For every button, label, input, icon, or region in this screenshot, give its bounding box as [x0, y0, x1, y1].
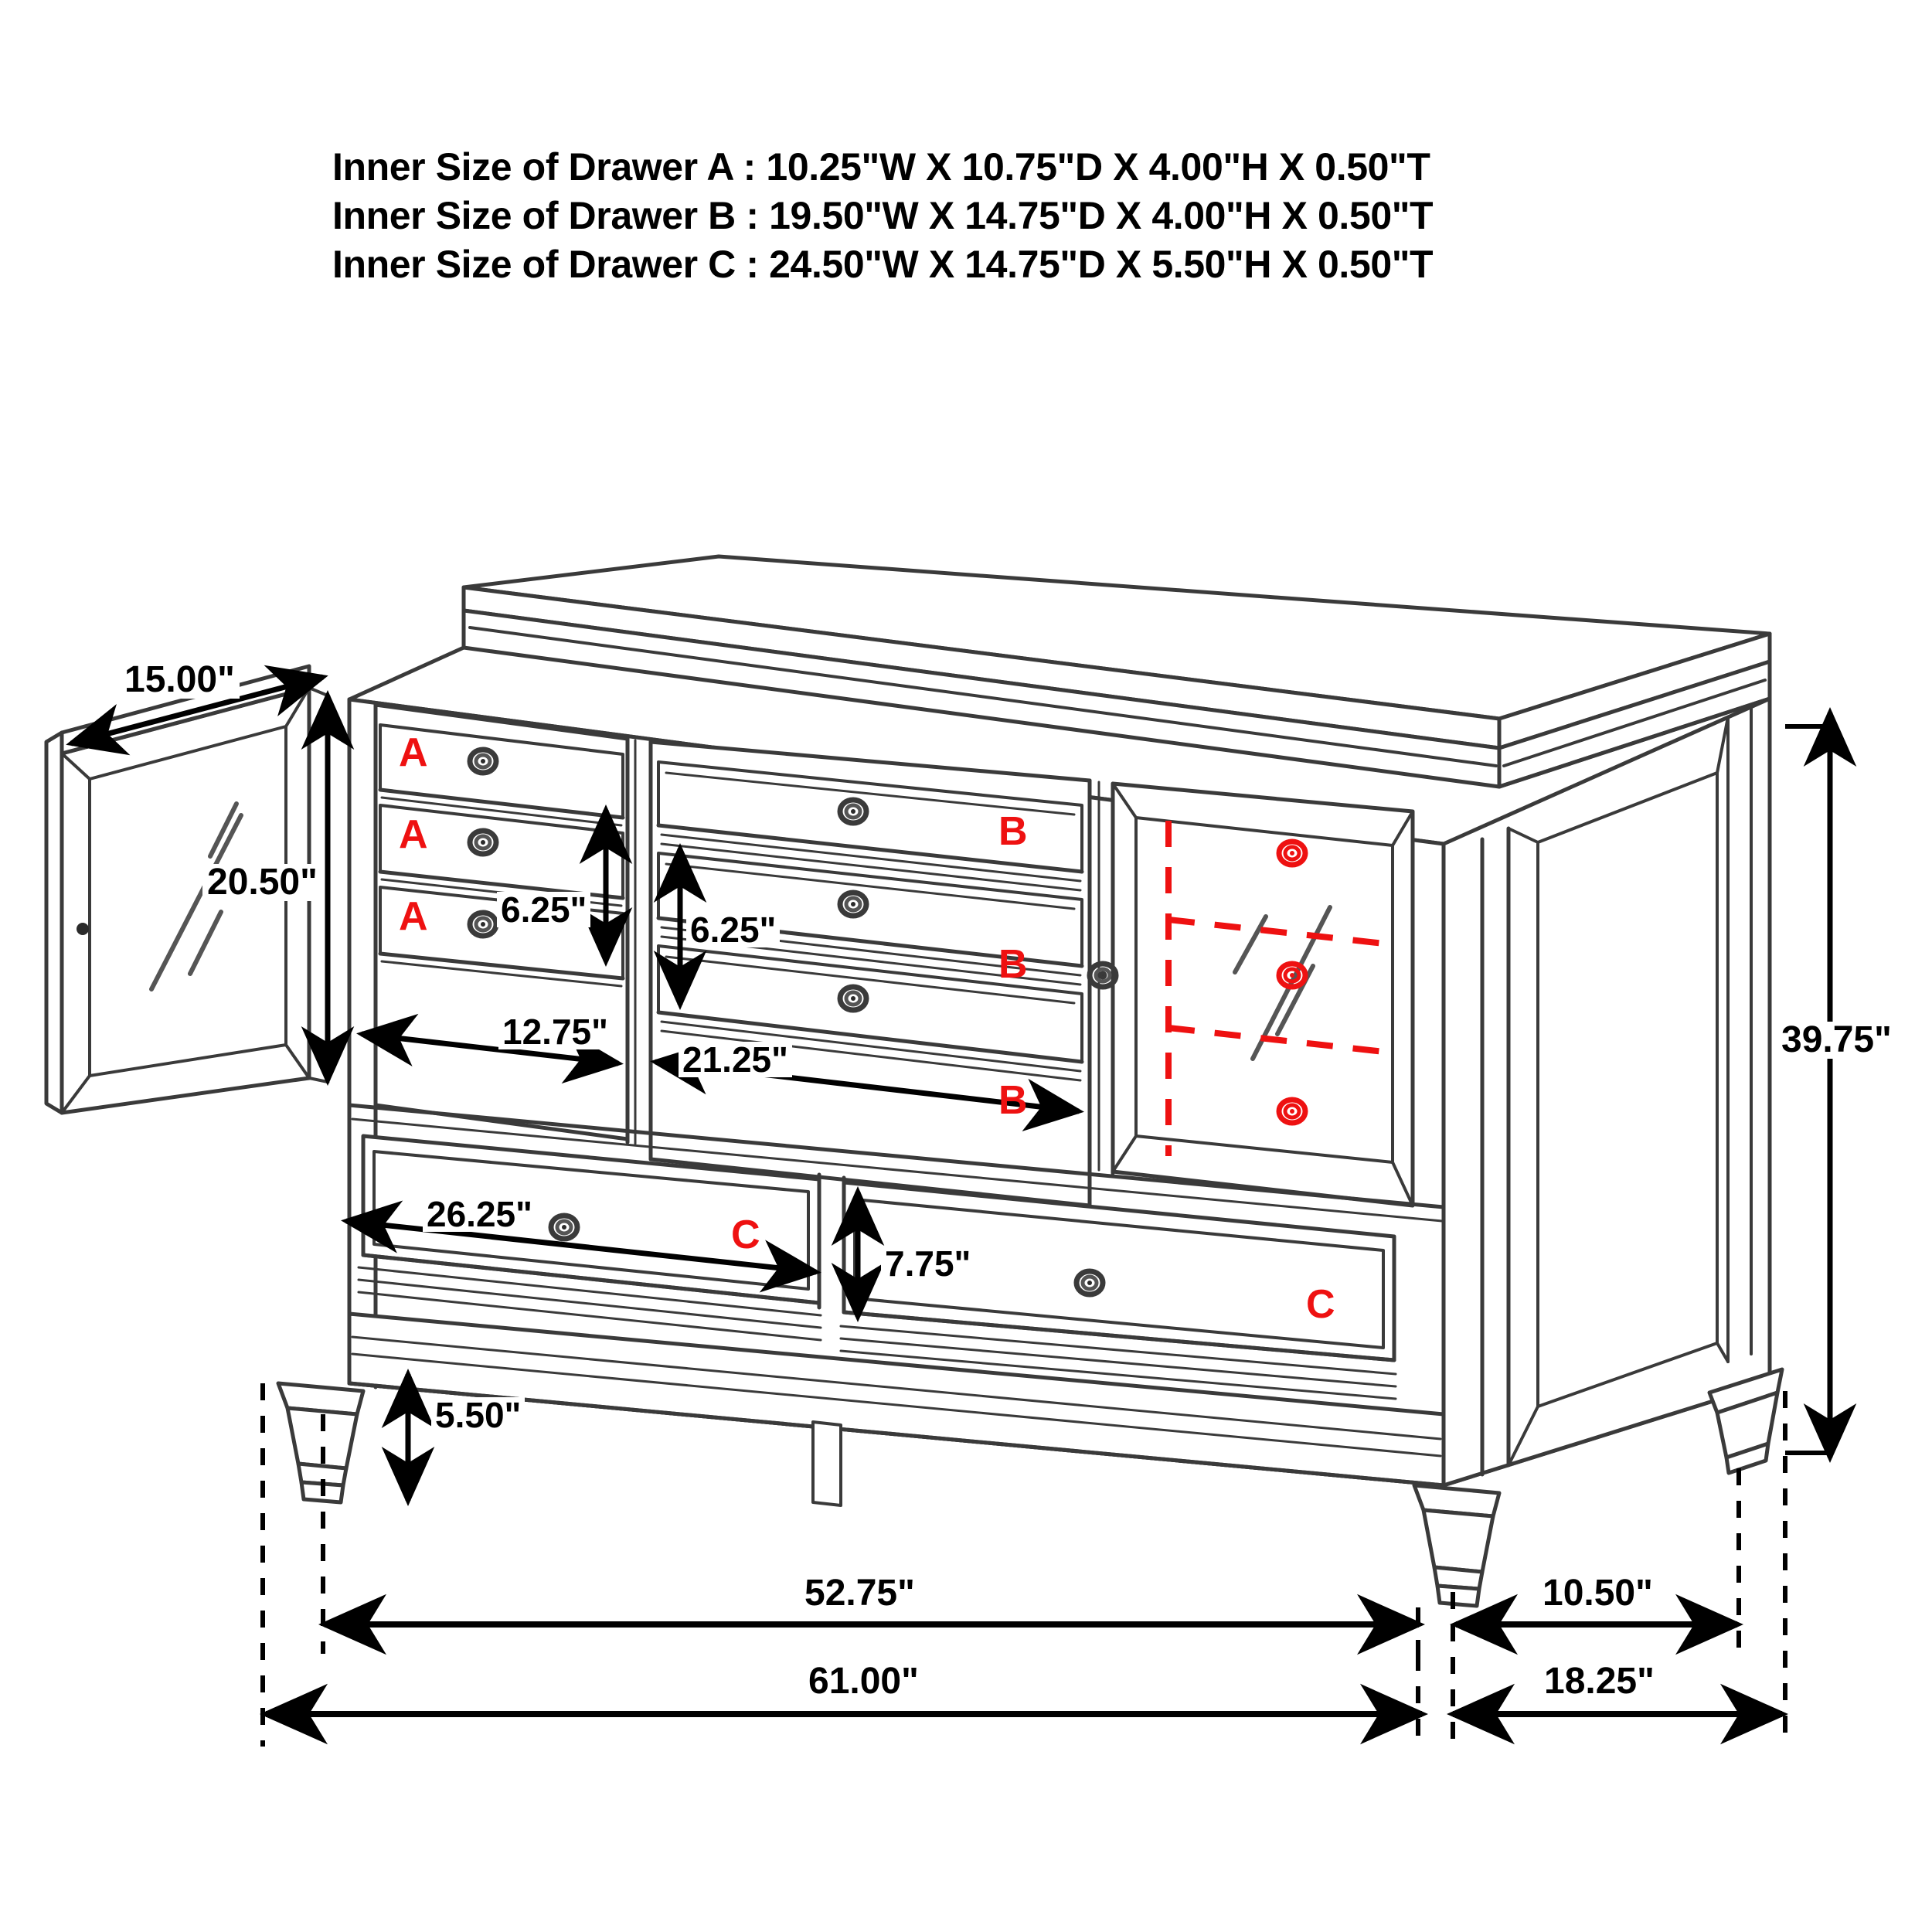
callout-a-bot: A	[399, 894, 428, 939]
dim-label-case-depth: 10.50"	[1538, 1575, 1658, 1612]
callout-b-top: B	[998, 809, 1028, 854]
dim-label-a-width: 12.75"	[498, 1014, 612, 1049]
dim-label-case-width: 52.75"	[800, 1575, 920, 1612]
dim-label-overall-width: 61.00"	[804, 1663, 923, 1700]
spec-block: Inner Size of Drawer A : 10.25"W X 10.75…	[332, 143, 1646, 289]
dim-label-door-width: 15.00"	[120, 662, 240, 699]
dim-label-c-width: 26.25"	[423, 1196, 536, 1232]
hidden-shelf-1	[1168, 917, 1392, 947]
dim-label-a-height: 6.25"	[497, 892, 591, 927]
dim-label-c-height: 7.75"	[881, 1246, 975, 1281]
dim-label-door-height: 20.50"	[202, 864, 322, 901]
spec-line-b: Inner Size of Drawer B : 19.50"W X 14.75…	[332, 194, 1434, 237]
dim-label-b-width: 21.25"	[679, 1042, 792, 1077]
dim-label-overall-depth: 18.25"	[1539, 1663, 1659, 1700]
spec-line-a: Inner Size of Drawer A : 10.25"W X 10.75…	[332, 145, 1430, 189]
callout-b-mid: B	[998, 942, 1028, 987]
bottom-dimension-lines	[260, 1594, 1788, 1745]
callout-c-left: C	[731, 1213, 760, 1257]
dimline-a-width	[356, 1013, 624, 1084]
callout-b-bot: B	[998, 1078, 1028, 1123]
dim-label-leg-height: 5.50"	[431, 1397, 526, 1433]
dimline-door-width	[66, 665, 328, 756]
callout-a-mid: A	[399, 812, 428, 857]
hidden-drawers-overlay	[1165, 821, 1392, 1156]
dim-label-cabinet-height: 39.75"	[1777, 1022, 1896, 1059]
callout-c-right: C	[1306, 1282, 1335, 1327]
callout-a-top: A	[399, 730, 428, 775]
dim-label-b-height: 6.25"	[686, 912, 781, 947]
hidden-shelf-2	[1168, 1025, 1392, 1056]
spec-line-c: Inner Size of Drawer C : 24.50"W X 14.75…	[332, 243, 1434, 286]
